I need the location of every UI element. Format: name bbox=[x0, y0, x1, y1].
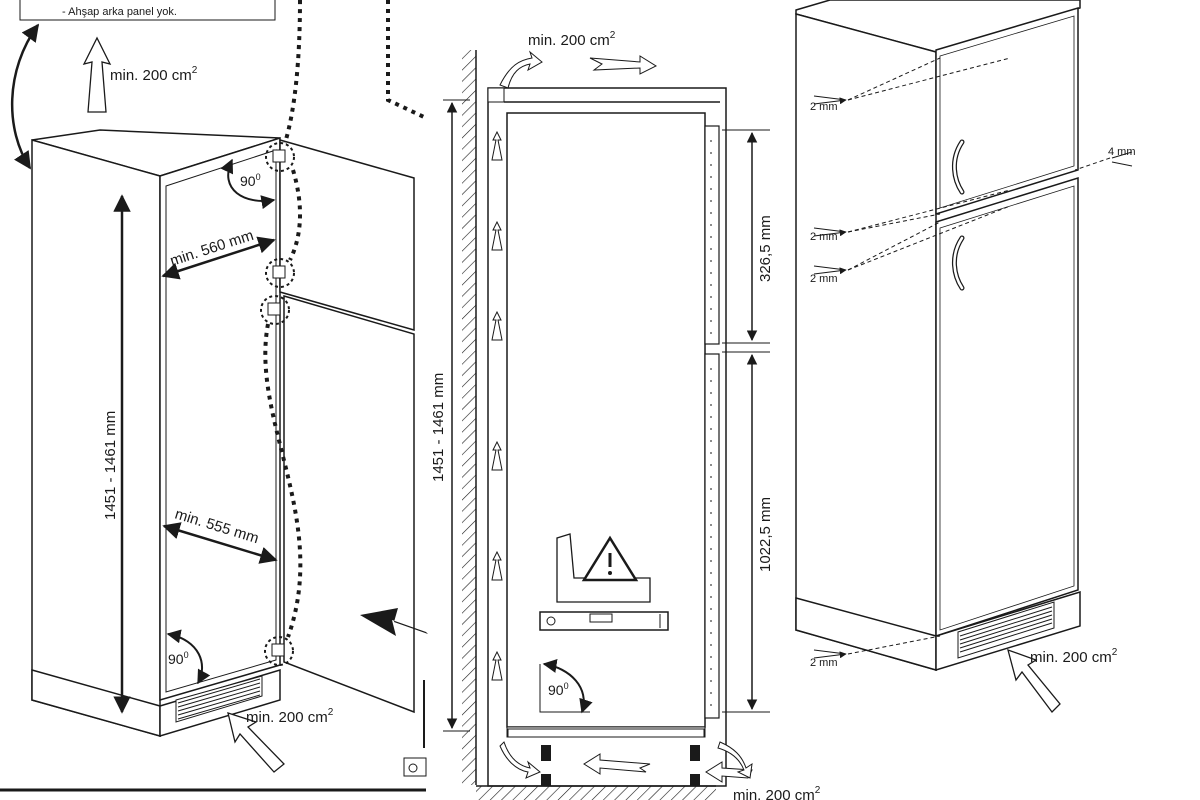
foot-icon bbox=[541, 745, 700, 786]
lower-door-dimension: 1022,5 mm bbox=[757, 497, 774, 572]
spirit-level-icon bbox=[539, 611, 669, 631]
fridge-body bbox=[506, 112, 706, 728]
curved-arrow-icon bbox=[10, 23, 40, 170]
vent-up-arrow-icon bbox=[82, 36, 112, 113]
gap-mid-1-label: 2 mm bbox=[810, 231, 838, 243]
svg-text:min. 200 cm2: min. 200 cm2 bbox=[110, 65, 198, 84]
push-arrow-icon bbox=[360, 608, 428, 636]
airflow-up-icon bbox=[491, 130, 503, 681]
lower-door-edge bbox=[704, 353, 720, 719]
svg-text:900: 900 bbox=[548, 681, 569, 698]
middle-angle-label: 90 bbox=[548, 682, 564, 698]
vent-bottom-label: min. 200 cm bbox=[246, 709, 328, 726]
vent-grille bbox=[175, 675, 263, 723]
angle-bottom-label: 90 bbox=[168, 651, 184, 667]
angle-top-label: 90 bbox=[240, 173, 256, 189]
right-lower-door bbox=[935, 176, 1079, 638]
warning-icon bbox=[581, 535, 639, 582]
middle-height-label: 1451 - 1461 mm bbox=[430, 373, 447, 482]
upper-door-dimension: 326,5 mm bbox=[757, 215, 774, 282]
svg-text:min. 200 cm2: min. 200 cm2 bbox=[528, 30, 616, 49]
svg-text:900: 900 bbox=[168, 650, 189, 667]
right-panel: 2 mm 4 mm 2 mm 2 mm 2 mm min. 200 cm2 bbox=[795, 0, 1136, 713]
upper-door bbox=[279, 139, 415, 331]
left-panel: - Ahşap arka panel yok. min. 200 cm2 bbox=[0, 0, 428, 792]
upper-door-edge bbox=[704, 125, 720, 345]
gap-top-label: 2 mm bbox=[810, 101, 838, 113]
note-text: - Ahşap arka panel yok. bbox=[62, 6, 177, 18]
wall-hatch bbox=[462, 50, 476, 785]
gap-mid-2-label: 2 mm bbox=[810, 273, 838, 285]
right-vent-label: min. 200 cm bbox=[1030, 649, 1112, 666]
lower-door bbox=[283, 294, 415, 714]
svg-text:min. 200 cm2: min. 200 cm2 bbox=[246, 707, 334, 726]
airflow-top-arrow-icon bbox=[499, 50, 543, 89]
cabinet-side bbox=[31, 139, 161, 737]
middle-panel: min. 200 cm2 min. 200 cm2 1451 - 1461 mm… bbox=[430, 30, 821, 800]
svg-text:min. 200 cm2: min. 200 cm2 bbox=[733, 785, 821, 800]
vent-bottom-arrow-icon bbox=[227, 712, 285, 773]
note-box bbox=[19, 0, 276, 21]
cabinet-front-opening bbox=[159, 136, 281, 701]
height-label: 1451 - 1461 mm bbox=[102, 411, 119, 520]
middle-vent-bottom-label: min. 200 cm bbox=[733, 787, 815, 800]
floor-hatch bbox=[476, 786, 716, 800]
gap-bottom-label: 2 mm bbox=[810, 657, 838, 669]
svg-text:min. 200 cm2: min. 200 cm2 bbox=[1030, 647, 1118, 666]
svg-text:900: 900 bbox=[240, 172, 261, 189]
gap-side-label: 4 mm bbox=[1108, 146, 1136, 158]
right-vent-arrow-icon bbox=[1007, 648, 1061, 713]
right-upper-door bbox=[935, 6, 1079, 216]
right-vent-grille bbox=[957, 601, 1055, 659]
vent-top-label: min. 200 cm bbox=[110, 67, 192, 84]
cabinet-section bbox=[487, 87, 727, 787]
middle-vent-top-label: min. 200 cm bbox=[528, 32, 610, 49]
